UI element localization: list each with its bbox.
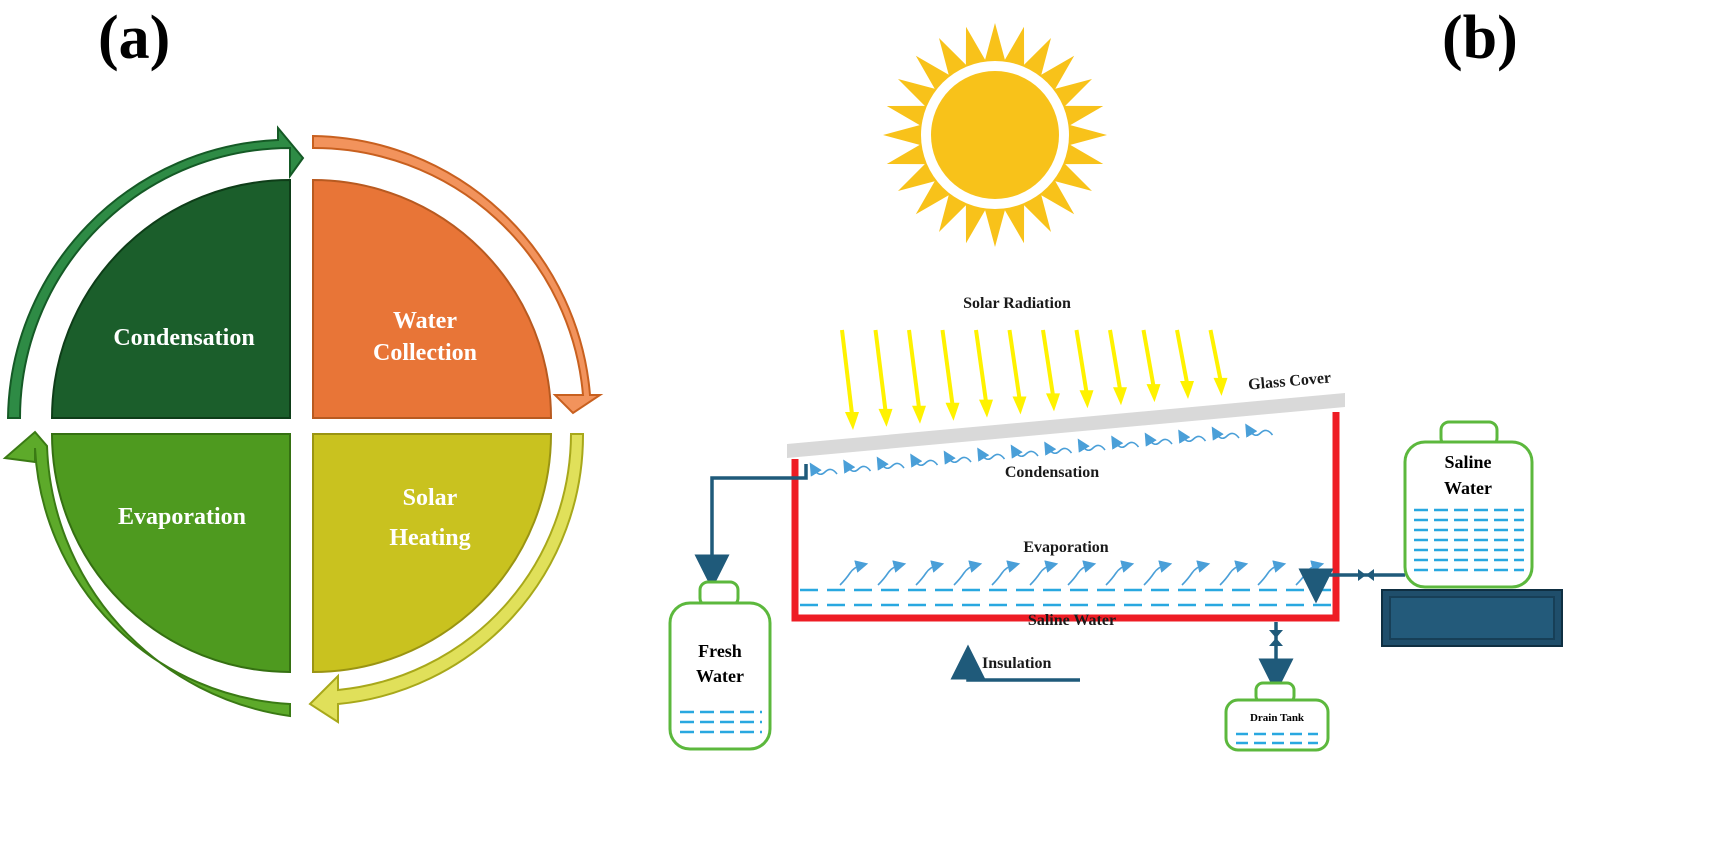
label-insulation: Insulation <box>982 655 1051 672</box>
condensation-wave <box>943 450 972 465</box>
quadrant-condensation: Condensation <box>6 125 305 419</box>
fresh-water-tank: Fresh Water <box>668 580 772 751</box>
radiation-arrow <box>1041 329 1060 412</box>
sun-icon <box>883 23 1107 247</box>
radiation-arrow <box>1208 329 1228 396</box>
condensation-wave <box>1144 432 1173 447</box>
condensation-wave <box>876 456 905 471</box>
evaporation-wave <box>991 560 1021 586</box>
saline-water-tank: Saline Water <box>1403 420 1534 589</box>
radiation-arrow <box>1108 329 1127 406</box>
still-basin <box>791 412 1340 622</box>
label-solar-line1: Solar <box>403 485 458 511</box>
radiation-arrow <box>1141 329 1161 403</box>
radiation-arrow <box>1074 329 1094 409</box>
condensation-wave <box>977 447 1006 462</box>
condensation-wave <box>1010 444 1039 459</box>
tank-stand <box>1381 589 1563 647</box>
label-condensation-b: Condensation <box>1005 464 1099 481</box>
drain-pipe <box>1258 622 1294 694</box>
label-drain-tank: Drain Tank <box>1250 712 1305 724</box>
condensation-wave <box>1077 438 1106 453</box>
condensation-wave <box>1211 426 1240 441</box>
quadrant-evaporation: Evaporation <box>2 430 291 718</box>
label-fresh-line1: Fresh <box>698 641 742 661</box>
basin-water <box>800 588 1332 607</box>
drain-tank: Drain Tank <box>1224 681 1330 752</box>
label-condensation: Condensation <box>113 325 254 351</box>
condensation-wave <box>1044 441 1073 456</box>
condensation-wave <box>809 462 838 477</box>
label-saline-water-basin: Saline Water <box>1028 612 1116 629</box>
condensation-waves <box>809 423 1274 477</box>
label-saline-tank-line2: Water <box>1444 478 1492 498</box>
radiation-arrow <box>1007 329 1027 415</box>
quadrant-solar-heating: Solar Heating <box>308 433 585 724</box>
radiation-arrow <box>940 329 960 421</box>
evaporation-wave <box>1029 560 1059 586</box>
condensation-wave <box>910 453 939 468</box>
sun-disc <box>931 71 1059 199</box>
label-evaporation: Evaporation <box>118 504 246 530</box>
evaporation-wave <box>1105 560 1135 586</box>
insulation-pointer <box>950 644 1080 682</box>
evaporation-waves <box>839 560 1325 586</box>
radiation-arrow <box>1175 329 1194 399</box>
cycle-diagram: Condensation Water Collection Evaporatio… <box>2 125 604 724</box>
label-saline-tank-line1: Saline <box>1444 452 1491 472</box>
glass-cover <box>787 393 1345 458</box>
label-fresh-line2: Water <box>696 666 744 686</box>
label-evaporation-b: Evaporation <box>1023 539 1108 556</box>
evaporation-wave <box>839 560 869 586</box>
label-solar-radiation: Solar Radiation <box>963 295 1071 312</box>
label-glass-cover: Glass Cover <box>1247 369 1331 393</box>
saline-feed-pipe <box>1298 568 1405 604</box>
condensation-wave <box>1111 435 1140 450</box>
evaporation-wave <box>1143 560 1173 586</box>
panel-a-label: (a) <box>98 4 170 72</box>
evaporation-wave <box>1219 560 1249 586</box>
evaporation-wave <box>1257 560 1287 586</box>
evaporation-wave <box>1181 560 1211 586</box>
evaporation-wave <box>1067 560 1097 586</box>
condensation-wave <box>843 459 872 474</box>
panel-b-label: (b) <box>1442 4 1518 72</box>
solar-radiation-arrows <box>840 329 1228 430</box>
radiation-arrow <box>907 329 926 424</box>
label-water-line2: Collection <box>373 340 477 366</box>
quadrant-water-collection: Water Collection <box>312 134 604 419</box>
label-water-line1: Water <box>393 308 457 334</box>
fresh-water-pipe <box>694 464 808 590</box>
radiation-arrow <box>974 329 993 418</box>
radiation-arrow <box>873 329 893 427</box>
evaporation-wave <box>877 560 907 586</box>
evaporation-wave <box>953 560 983 586</box>
evaporation-wave <box>915 560 945 586</box>
radiation-arrow <box>840 329 859 430</box>
label-solar-line2: Heating <box>389 525 470 551</box>
condensation-wave <box>1245 423 1274 438</box>
condensation-wave <box>1178 429 1207 444</box>
